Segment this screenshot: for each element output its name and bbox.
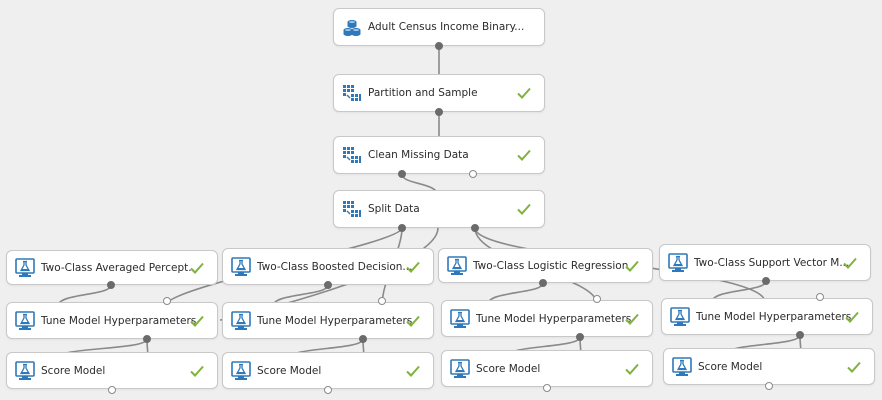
output-port[interactable] xyxy=(324,386,332,394)
module-tune-model-hyperparameters[interactable]: Tune Model Hyperparameters xyxy=(222,302,434,339)
output-port[interactable] xyxy=(324,281,332,289)
output-port[interactable] xyxy=(762,277,770,285)
module-label: Score Model xyxy=(41,364,106,377)
module-score-model[interactable]: Score Model xyxy=(663,348,875,385)
output-port[interactable] xyxy=(796,331,804,339)
ml-flask-icon xyxy=(447,255,467,275)
module-label: Two-Class Boosted Decision... xyxy=(257,260,413,273)
check-icon xyxy=(406,365,420,377)
output-port[interactable] xyxy=(471,224,479,232)
check-icon xyxy=(847,361,861,373)
output-port[interactable] xyxy=(543,384,551,392)
check-icon xyxy=(843,257,857,269)
output-port[interactable] xyxy=(576,333,584,341)
check-icon xyxy=(190,365,204,377)
output-port[interactable] xyxy=(435,42,443,50)
module-label: Score Model xyxy=(257,364,322,377)
module-two-class-boosted-decision-tree[interactable]: Two-Class Boosted Decision... xyxy=(222,248,434,285)
input-port[interactable] xyxy=(163,297,171,305)
module-partition-and-sample[interactable]: Partition and Sample xyxy=(333,74,545,112)
module-label: Tune Model Hyperparameters xyxy=(476,312,632,325)
ml-flask-icon xyxy=(231,256,251,276)
module-tune-model-hyperparameters[interactable]: Tune Model Hyperparameters xyxy=(6,302,218,339)
ml-flask-icon xyxy=(450,358,470,378)
output-port[interactable] xyxy=(359,335,367,343)
output-port[interactable] xyxy=(398,170,406,178)
module-score-model[interactable]: Score Model xyxy=(222,352,434,389)
ml-flask-icon xyxy=(15,257,35,277)
output-port[interactable] xyxy=(143,335,151,343)
module-label: Partition and Sample xyxy=(368,87,478,99)
check-icon xyxy=(190,315,204,327)
module-score-model[interactable]: Score Model xyxy=(441,350,653,387)
module-clean-missing-data[interactable]: Clean Missing Data xyxy=(333,136,545,174)
module-dataset[interactable]: Adult Census Income Binary... xyxy=(333,8,545,46)
ml-flask-icon xyxy=(231,310,251,330)
check-icon xyxy=(625,363,639,375)
ml-flask-icon xyxy=(450,308,470,328)
module-score-model[interactable]: Score Model xyxy=(6,352,218,389)
module-tune-model-hyperparameters[interactable]: Tune Model Hyperparameters xyxy=(441,300,653,337)
input-port[interactable] xyxy=(378,297,386,305)
dataset-icon xyxy=(343,20,361,36)
check-icon xyxy=(625,260,639,272)
ml-flask-icon xyxy=(15,360,35,380)
check-icon xyxy=(406,315,420,327)
check-icon xyxy=(517,149,531,161)
check-icon xyxy=(625,313,639,325)
module-label: Tune Model Hyperparameters xyxy=(41,314,197,327)
output-port[interactable] xyxy=(539,279,547,287)
output-port[interactable] xyxy=(469,170,477,178)
ml-flask-icon xyxy=(670,306,690,326)
module-label: Tune Model Hyperparameters xyxy=(696,310,852,323)
check-icon xyxy=(517,203,531,215)
input-port[interactable] xyxy=(593,295,601,303)
data-transform-icon xyxy=(343,85,361,101)
check-icon xyxy=(406,261,420,273)
module-label: Score Model xyxy=(698,360,763,373)
module-two-class-averaged-perceptron[interactable]: Two-Class Averaged Percept... xyxy=(6,250,218,285)
check-icon xyxy=(517,87,531,99)
module-label: Tune Model Hyperparameters xyxy=(257,314,413,327)
output-port[interactable] xyxy=(108,386,116,394)
ml-flask-icon xyxy=(15,310,35,330)
data-transform-icon xyxy=(343,147,361,163)
check-icon xyxy=(190,262,204,274)
module-label: Split Data xyxy=(368,203,420,215)
module-tune-model-hyperparameters[interactable]: Tune Model Hyperparameters xyxy=(661,298,873,335)
module-label: Score Model xyxy=(476,362,541,375)
module-label: Two-Class Averaged Percept... xyxy=(41,261,199,274)
module-two-class-logistic-regression[interactable]: Two-Class Logistic Regression xyxy=(438,248,653,283)
output-port[interactable] xyxy=(107,281,115,289)
module-label: Clean Missing Data xyxy=(368,149,469,161)
module-label: Adult Census Income Binary... xyxy=(368,21,525,33)
module-label: Two-Class Logistic Regression xyxy=(473,259,629,272)
output-port[interactable] xyxy=(398,224,406,232)
check-icon xyxy=(845,311,859,323)
output-port[interactable] xyxy=(435,108,443,116)
ml-flask-icon xyxy=(672,356,692,376)
input-port[interactable] xyxy=(816,293,824,301)
module-split-data[interactable]: Split Data xyxy=(333,190,545,228)
module-two-class-support-vector-machine[interactable]: Two-Class Support Vector M... xyxy=(659,244,871,281)
ml-flask-icon xyxy=(231,360,251,380)
module-label: Two-Class Support Vector M... xyxy=(694,256,850,269)
data-transform-icon xyxy=(343,201,361,217)
output-port[interactable] xyxy=(765,382,773,390)
ml-flask-icon xyxy=(668,252,688,272)
